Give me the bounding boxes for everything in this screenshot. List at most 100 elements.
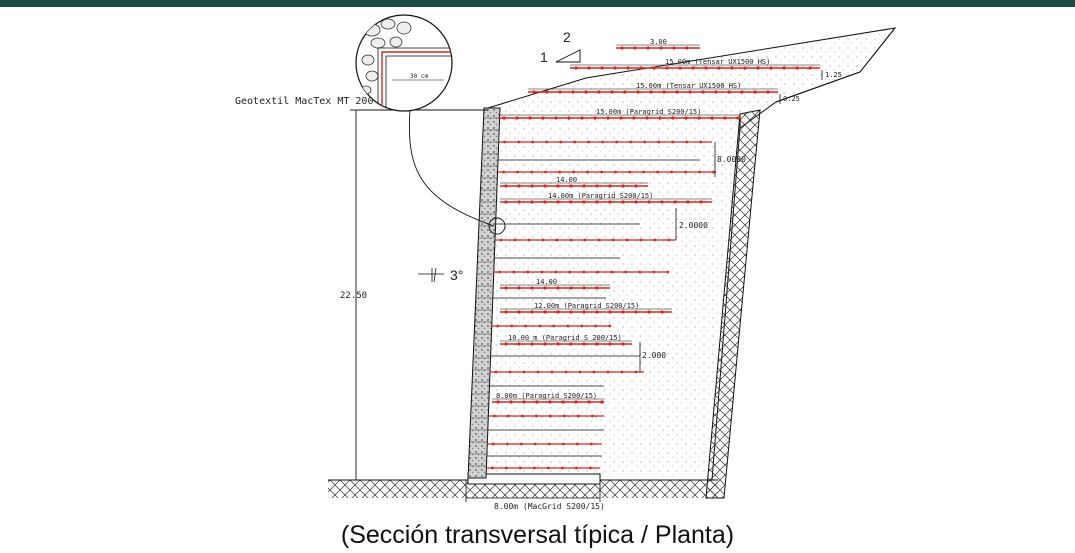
layer3-right-dim: 0.25 (783, 95, 800, 103)
geogrid-node (541, 116, 545, 120)
geogrid-node (506, 414, 510, 418)
geogrid-node (580, 116, 584, 120)
geogrid-node (634, 310, 638, 314)
geogrid-node (583, 238, 587, 242)
geogrid-node (808, 66, 812, 70)
geogrid-node (575, 442, 579, 446)
geogrid-node (766, 90, 770, 94)
layer-label: 15.00m (Tensar UX1500 HS) (636, 82, 741, 90)
geogrid-node (516, 170, 519, 174)
geogrid-node (782, 66, 786, 70)
reinforcement-layers: 3.00 15.00m (Tensar UX1500 HS) 15.00m (Ten… (486, 38, 820, 470)
geogrid-node (576, 414, 580, 418)
leveling-pad (467, 473, 601, 485)
geogrid-node (671, 140, 675, 144)
geogrid-node (595, 286, 599, 290)
geogrid-node (571, 90, 575, 94)
layer-label: 3.00 (650, 38, 667, 46)
geogrid-node (647, 200, 651, 204)
geogrid-node (561, 442, 565, 446)
geogrid-node (491, 442, 495, 446)
geogrid-node (556, 200, 560, 204)
geogrid-node (646, 46, 650, 50)
geogrid-node (606, 116, 610, 120)
geogrid-node (645, 116, 649, 120)
geogrid-node (649, 90, 653, 94)
geogrid-node (697, 116, 701, 120)
geogrid-node (496, 400, 500, 404)
slope-horizontal-label: 2 (563, 29, 571, 45)
geogrid-node (675, 90, 679, 94)
geogrid-node (528, 116, 532, 120)
geogrid-node (519, 442, 523, 446)
geogrid-node (504, 466, 508, 470)
geogrid-node (619, 116, 623, 120)
geogrid-node (543, 184, 547, 188)
reinforcement-layer-l6: 14.00m (Paragrid S200/15) (500, 192, 712, 204)
geogrid-node (517, 286, 521, 290)
geogrid-node (642, 170, 645, 174)
geogrid-node (558, 90, 562, 94)
geogrid-node (558, 170, 561, 174)
wall-height-label: 22.50 (340, 291, 367, 301)
geogrid-node (636, 90, 640, 94)
geogrid-node (543, 310, 547, 314)
geogrid-node (611, 238, 615, 242)
geogrid-node (795, 66, 799, 70)
geogrid-node (522, 400, 526, 404)
spacing-dimension-1: 8.0000 (714, 142, 746, 177)
reinforcement-layer-extra-1 (498, 140, 712, 144)
geogrid-node (601, 140, 605, 144)
geogrid-node (532, 466, 536, 470)
geogrid-node (522, 370, 526, 374)
geogrid-node (590, 414, 594, 418)
slope-vertical-label: 1 (540, 49, 548, 65)
geogrid-node (569, 310, 573, 314)
geogrid-node (600, 170, 603, 174)
batter-angle-label: 3° (450, 267, 463, 283)
geogrid-node (594, 324, 598, 328)
geogrid-node (685, 140, 689, 144)
batter-angle: 3° (418, 267, 463, 283)
geogrid-node (517, 310, 521, 314)
geogrid-node (592, 370, 596, 374)
reinforcement-layer-l1: 3.00 (616, 38, 700, 50)
geogrid-node (621, 310, 625, 314)
wall-facing (467, 107, 501, 479)
geogrid-node (499, 238, 503, 242)
geogrid-node (647, 310, 651, 314)
layer-label: 15.00m (Tensar UX1500 HS) (665, 58, 770, 66)
geogrid-node (662, 90, 666, 94)
geogrid-node (517, 342, 521, 346)
geogrid-node (554, 270, 558, 274)
reinforcement-layer-extra-5 (495, 238, 676, 242)
layer-label: 15.00m (Paragrid S200/15) (596, 108, 701, 116)
geogrid-node (608, 324, 612, 328)
geogrid-node (520, 414, 524, 418)
geogrid-node (727, 90, 731, 94)
geogrid-node (504, 342, 508, 346)
geogrid-node (569, 200, 573, 204)
geogrid-node (530, 286, 534, 290)
geogrid-node (723, 116, 727, 120)
geogrid-node (560, 466, 564, 470)
reinforcement-layer-extra-7 (493, 270, 670, 274)
geogrid-node (600, 400, 604, 404)
geogrid-node (574, 66, 578, 70)
geogrid-node (582, 270, 586, 274)
geogrid-node (573, 140, 577, 144)
geogrid-node (555, 238, 559, 242)
geogrid-node (512, 270, 516, 274)
layer-label: 14.00 (536, 278, 557, 286)
geogrid-node (704, 66, 708, 70)
geogrid-node (524, 324, 528, 328)
geogrid-node (548, 400, 552, 404)
geogrid-node (634, 200, 638, 204)
geogrid-node (621, 342, 625, 346)
geogrid-node (530, 200, 534, 204)
layer-label: 12.00m (Paragrid S200/15) (534, 302, 639, 310)
geogrid-node (492, 414, 496, 418)
geogrid-node (530, 184, 534, 188)
geogrid-node (634, 184, 638, 188)
geogrid-node (660, 310, 664, 314)
